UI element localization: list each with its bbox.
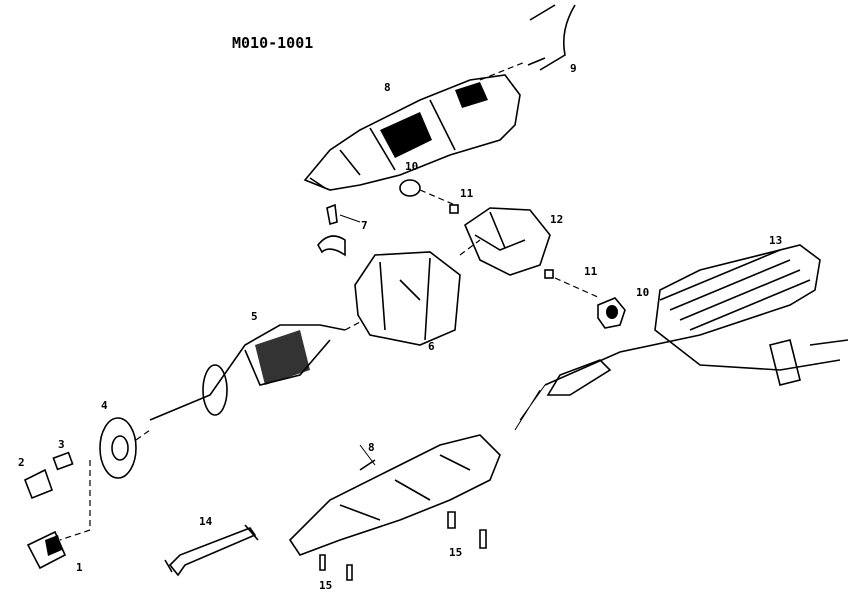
part-6-field: [354, 239, 481, 346]
part-13-cord: [514, 244, 848, 431]
label-part-12: 12: [550, 213, 563, 226]
label-part-7: 7: [361, 219, 368, 232]
label-part-10-top: 10: [405, 160, 418, 173]
label-part-13: 13: [769, 234, 782, 247]
diagram-title: M010-1001: [232, 34, 313, 52]
label-part-4: 4: [101, 399, 108, 412]
part-7-clips: [317, 203, 361, 257]
part-10-brush-cap-right: [597, 297, 626, 329]
label-part-6: 6: [428, 340, 435, 353]
part-4-bearing: [99, 417, 151, 479]
part-9-hanger: [479, 4, 576, 81]
part-11-brushes: [449, 204, 601, 299]
label-part-5: 5: [251, 310, 258, 323]
part-14-wrench: [164, 524, 259, 577]
label-part-8-top: 8: [384, 81, 391, 94]
label-part-3: 3: [58, 438, 65, 451]
part-10-brush-cap: [399, 179, 456, 206]
part-5-armature: [149, 321, 361, 421]
label-part-11-right: 11: [584, 265, 598, 278]
label-part-11-top: 11: [460, 187, 474, 200]
part-1-chuck: [26, 460, 91, 570]
label-part-9: 9: [570, 62, 577, 75]
part-3-collet: [52, 451, 74, 471]
label-part-15-left: 15: [319, 579, 332, 592]
part-8-housing-bottom: [288, 434, 501, 556]
label-part-1: 1: [76, 561, 83, 574]
label-part-15-right: 15: [449, 546, 462, 559]
part-2-nut: [23, 468, 54, 500]
part-15-screws: [319, 511, 487, 581]
part-12-brush-holder: [464, 207, 551, 276]
part-8-housing-top: [303, 74, 521, 191]
label-part-2: 2: [18, 456, 25, 469]
label-part-8-bottom: 8: [368, 441, 375, 454]
label-part-10-right: 10: [636, 286, 649, 299]
label-part-14: 14: [199, 515, 213, 528]
